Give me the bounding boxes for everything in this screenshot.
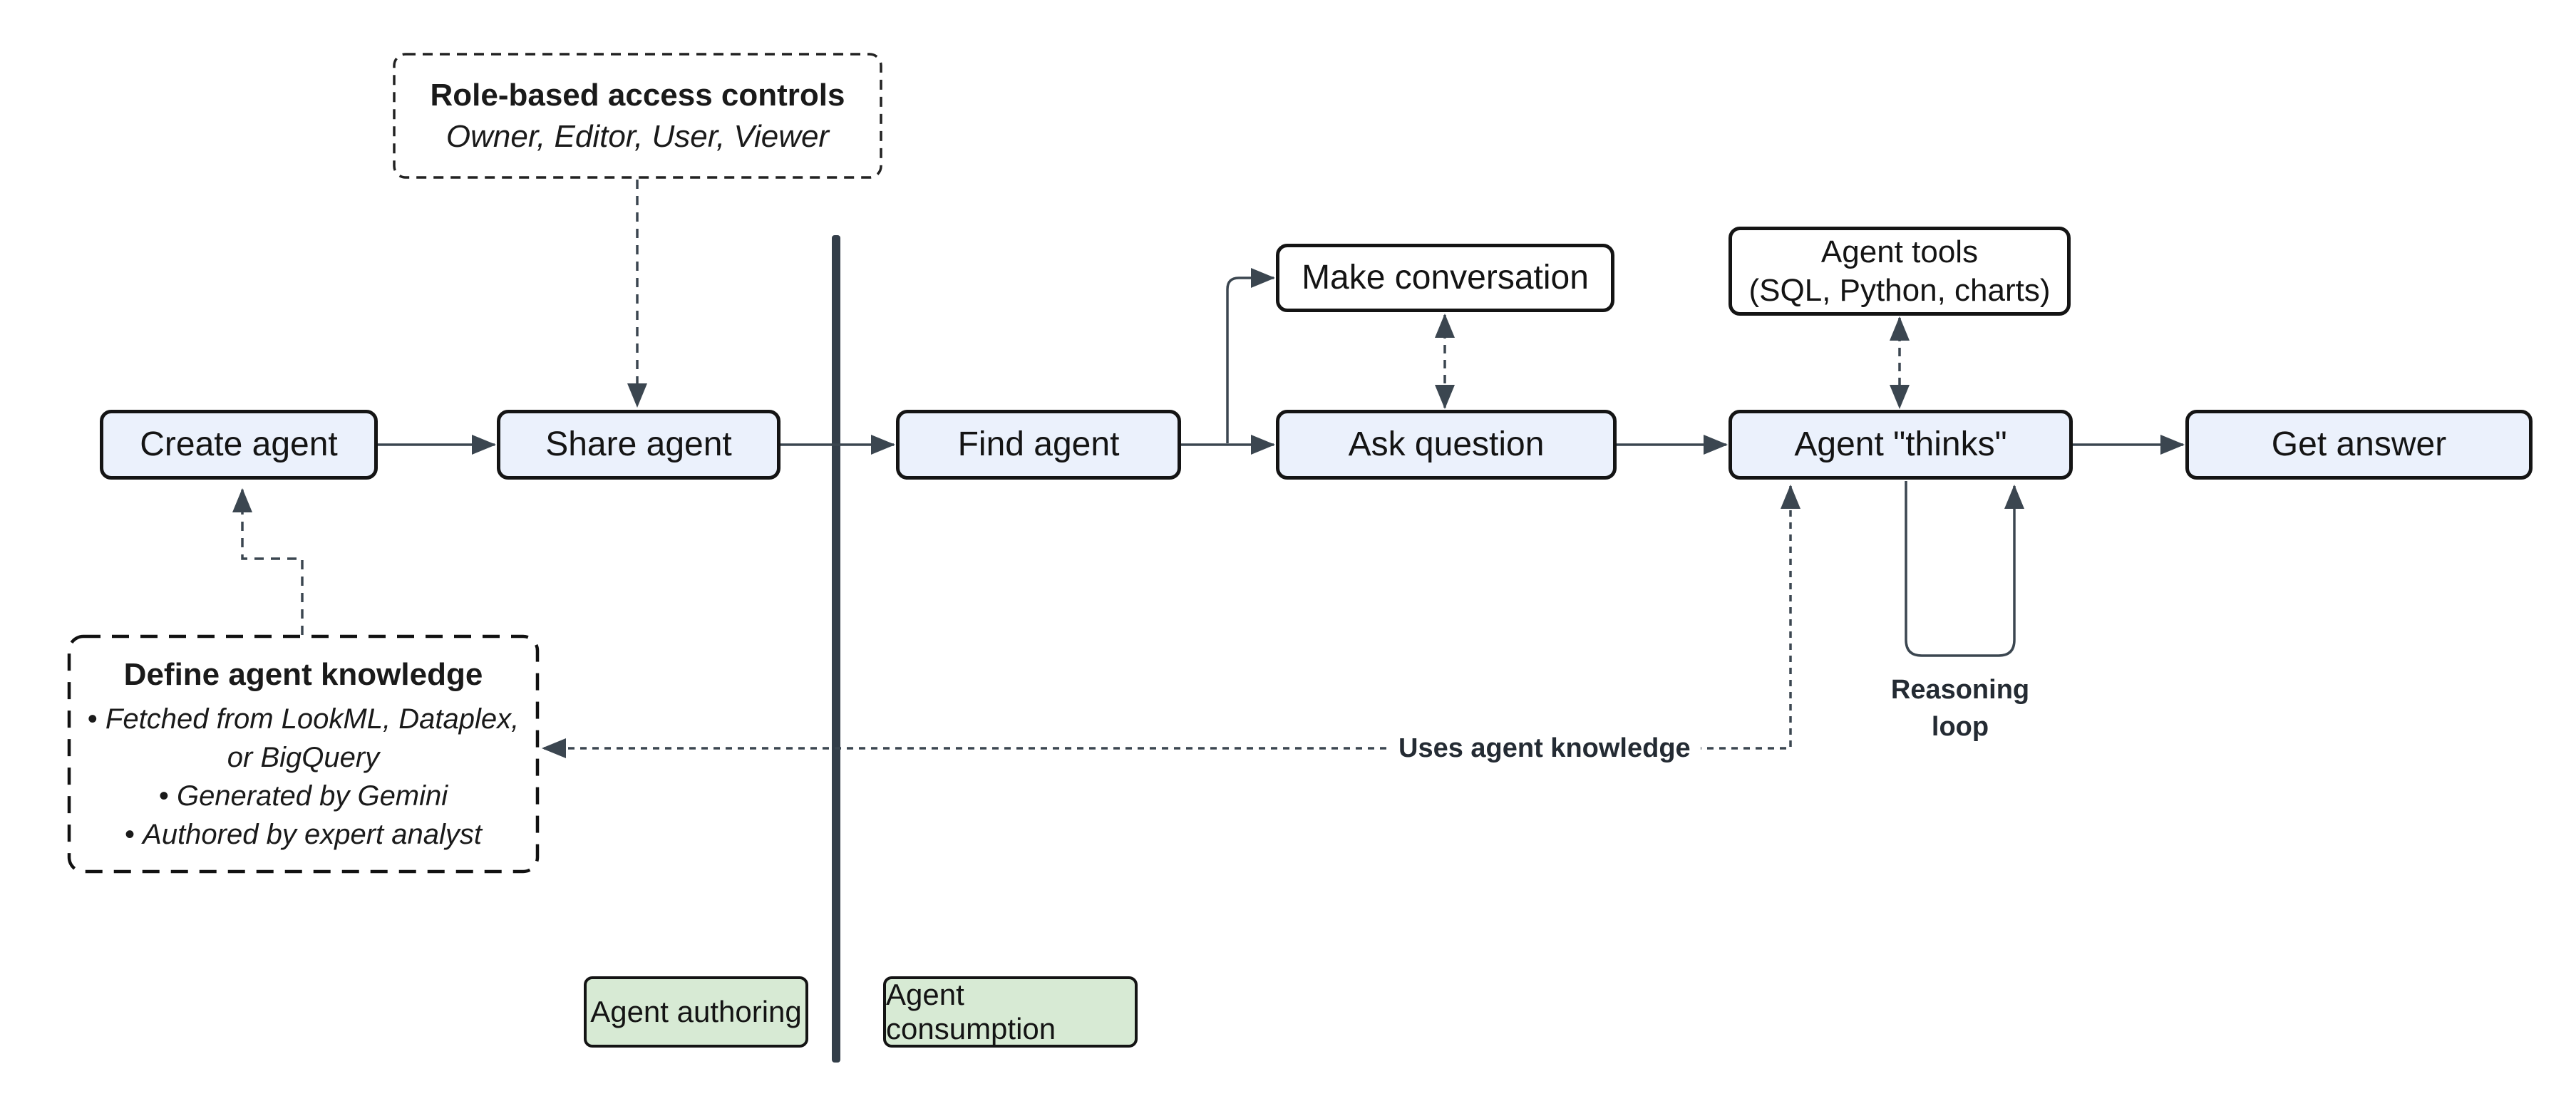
connector-find-to-make-conversation [1226,268,1275,443]
knowledge-title: Define agent knowledge [123,657,483,693]
node-share-agent: Share agent [497,410,780,480]
rbac-note: Role-based access controls Owner, Editor… [394,54,881,177]
node-get-answer: Get answer [2185,410,2533,480]
zone-agent-authoring: Agent authoring [584,976,808,1048]
knowledge-bullet: Fetched from LookML, Dataplex, or BigQue… [86,700,521,777]
zone-agent-consumption: Agent consumption [883,976,1138,1048]
knowledge-bullet: Generated by Gemini [86,777,521,815]
knowledge-bullets: Fetched from LookML, Dataplex, or BigQue… [86,700,521,854]
node-agent-thinks: Agent "thinks" [1729,410,2073,480]
connector-knowledge-to-create [232,488,304,635]
rbac-note-box [393,53,882,179]
knowledge-note: Define agent knowledge Fetched from Look… [69,636,537,872]
knowledge-bullet: Authored by expert analyst [86,815,521,854]
node-find-agent: Find agent [896,410,1181,480]
agent-tools-line2: (SQL, Python, charts) [1748,272,2051,308]
node-ask-question: Ask question [1276,410,1617,480]
reasoning-loop-label: Reasoning loop [1890,675,2030,742]
connector-uses-agent-knowledge [542,485,1800,758]
rbac-title: Role-based access controls [430,78,845,113]
node-agent-tools: Agent tools (SQL, Python, charts) [1729,227,2071,316]
uses-agent-knowledge-label: Uses agent knowledge [1389,729,1701,768]
rbac-roles: Owner, Editor, User, Viewer [445,118,830,154]
node-create-agent: Create agent [100,410,378,480]
section-divider [832,235,840,1063]
node-make-conversation: Make conversation [1276,244,1614,312]
agent-tools-line1: Agent tools [1820,234,1979,269]
connector-reasoning-loop [1905,481,2024,657]
